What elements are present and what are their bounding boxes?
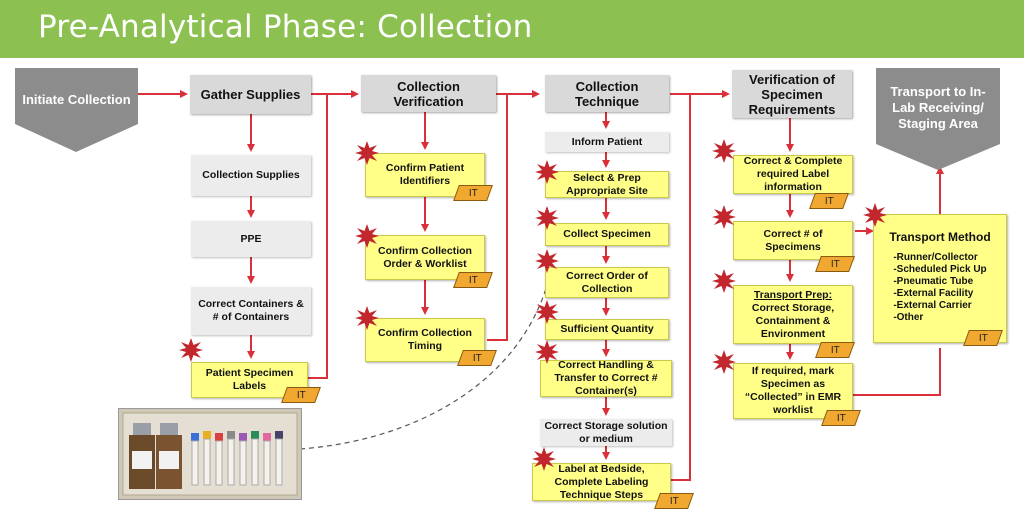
starburst-icon bbox=[535, 300, 559, 324]
label-at-bedside-step: Label at Bedside, Complete Labeling Tech… bbox=[532, 463, 671, 501]
starburst-icon bbox=[535, 249, 559, 273]
specimen-requirements-header: Verification of Specimen Requirements bbox=[732, 70, 852, 118]
number-of-specimens-step: Correct # of Specimens bbox=[733, 221, 853, 260]
transport-method-item: -External Carrier bbox=[893, 300, 972, 311]
it-tag: IT bbox=[815, 342, 855, 358]
starburst-icon bbox=[863, 203, 887, 227]
it-tag: IT bbox=[821, 410, 861, 426]
transport-method-title: Transport Method bbox=[889, 230, 991, 244]
it-tag: IT bbox=[809, 193, 849, 209]
ppe-step: PPE bbox=[191, 221, 311, 257]
containers-step: Correct Containers & # of Containers bbox=[191, 287, 311, 335]
collection-verification-header: Collection Verification bbox=[361, 75, 496, 112]
it-tag: IT bbox=[654, 493, 694, 509]
correct-handling-step: Correct Handling & Transfer to Correct #… bbox=[540, 359, 672, 397]
transport-prep-label: Transport Prep: bbox=[753, 288, 833, 301]
inform-patient-step: Inform Patient bbox=[545, 132, 669, 152]
transport-prep-step: Transport Prep: Correct Storage, Contain… bbox=[733, 285, 853, 344]
transport-staging-shape bbox=[876, 68, 1000, 170]
specimen-tubes-photo bbox=[118, 408, 302, 500]
initiate-collection-label: Initiate Collection bbox=[22, 92, 131, 107]
starburst-icon bbox=[712, 139, 736, 163]
starburst-icon bbox=[535, 206, 559, 230]
it-tag: IT bbox=[963, 330, 1003, 346]
starburst-icon bbox=[712, 350, 736, 374]
transport-staging-label: Transport to In-Lab Receiving/ Staging A… bbox=[890, 84, 986, 131]
starburst-icon bbox=[532, 447, 556, 471]
mark-collected-step: If required, mark Specimen as “Collected… bbox=[733, 363, 853, 419]
initiate-collection-shape bbox=[15, 68, 138, 152]
transport-method-item: -Runner/Collector bbox=[893, 252, 978, 263]
it-tag: IT bbox=[281, 387, 321, 403]
transport-method-item: -Scheduled Pick Up bbox=[893, 264, 987, 275]
it-tag: IT bbox=[457, 350, 497, 366]
page-title: Pre-Analytical Phase: Collection bbox=[38, 9, 533, 45]
collection-technique-header: Collection Technique bbox=[545, 75, 669, 112]
transport-method-list: -Runner/Collector -Scheduled Pick Up -Pn… bbox=[893, 252, 986, 324]
transport-method-item: -External Facility bbox=[893, 288, 974, 299]
it-tag: IT bbox=[815, 256, 855, 272]
starburst-icon bbox=[712, 269, 736, 293]
transport-method-box: Transport Method -Runner/Collector -Sche… bbox=[873, 214, 1007, 343]
sufficient-quantity-step: Sufficient Quantity bbox=[545, 319, 669, 340]
transport-method-item: -Pneumatic Tube bbox=[893, 276, 974, 287]
starburst-icon bbox=[355, 306, 379, 330]
select-site-step: Select & Prep Appropriate Site bbox=[545, 171, 669, 198]
starburst-icon bbox=[535, 340, 559, 364]
gather-supplies-header: Gather Supplies bbox=[190, 75, 311, 114]
it-tag: IT bbox=[453, 272, 493, 288]
starburst-icon bbox=[179, 338, 203, 362]
collection-supplies-step: Collection Supplies bbox=[191, 155, 311, 196]
it-tag: IT bbox=[453, 185, 493, 201]
starburst-icon bbox=[355, 224, 379, 248]
storage-solution-step: Correct Storage solution or medium bbox=[540, 419, 672, 446]
collect-specimen-step: Collect Specimen bbox=[545, 223, 669, 246]
title-bar: Pre-Analytical Phase: Collection bbox=[0, 0, 1024, 58]
starburst-icon bbox=[712, 205, 736, 229]
starburst-icon bbox=[355, 141, 379, 165]
starburst-icon bbox=[535, 160, 559, 184]
transport-prep-text: Correct Storage, Containment & Environme… bbox=[751, 301, 835, 340]
transport-method-item: -Other bbox=[893, 312, 924, 323]
specimen-tubes-icon bbox=[119, 409, 301, 499]
order-of-collection-step: Correct Order of Collection bbox=[545, 267, 669, 298]
label-information-step: Correct & Complete required Label inform… bbox=[733, 155, 853, 194]
patient-labels-step: Patient Specimen Labels bbox=[191, 362, 308, 398]
